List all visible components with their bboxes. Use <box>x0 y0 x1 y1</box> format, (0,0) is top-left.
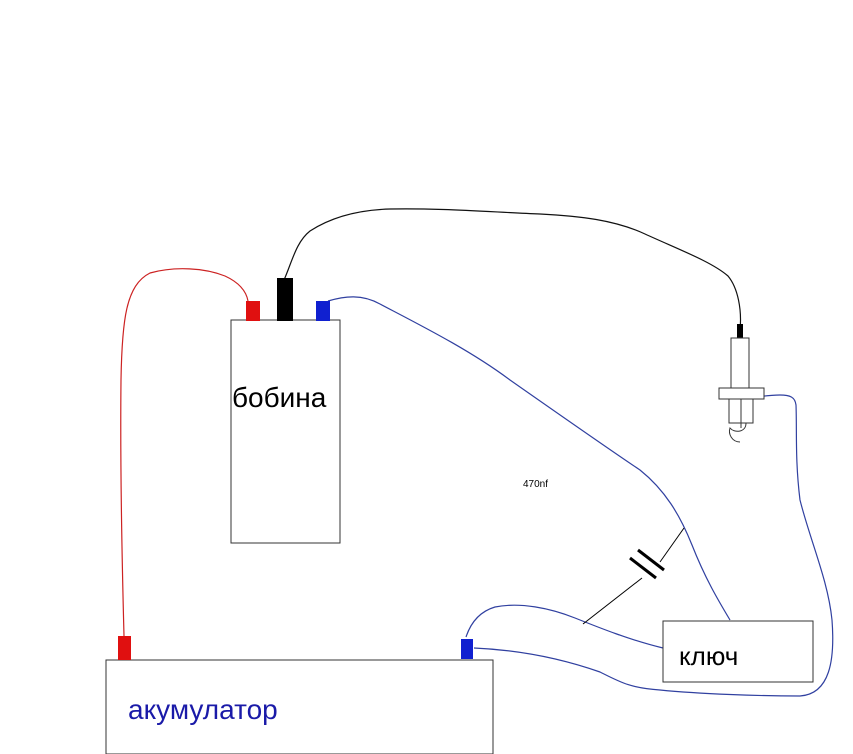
positive-wire <box>120 268 249 637</box>
battery-to-switch-wire <box>465 604 664 649</box>
coil-box <box>230 319 341 544</box>
coil-positive-terminal <box>246 301 260 321</box>
capacitor-label: 470nf <box>523 479 548 490</box>
battery-negative-terminal <box>461 639 473 659</box>
switch-box <box>662 620 814 683</box>
capacitor-lead-top <box>659 527 685 563</box>
coil-negative-terminal <box>316 301 330 321</box>
capacitor-plate-2 <box>637 548 665 572</box>
high-voltage-wire <box>283 208 742 331</box>
battery-box <box>105 659 494 754</box>
switch-label: ключ <box>679 641 738 671</box>
battery-to-plug-ground-wire <box>473 394 834 697</box>
coil-high-voltage-terminal <box>277 278 293 321</box>
capacitor-lead-bottom <box>582 577 643 625</box>
coil-to-switch-wire <box>327 296 731 621</box>
coil-label: бобина <box>232 382 327 413</box>
battery-label: акумулатор <box>128 694 278 725</box>
spark-plug-icon <box>718 324 765 443</box>
capacitor-plate-1 <box>629 556 657 580</box>
battery-positive-terminal <box>118 636 131 660</box>
